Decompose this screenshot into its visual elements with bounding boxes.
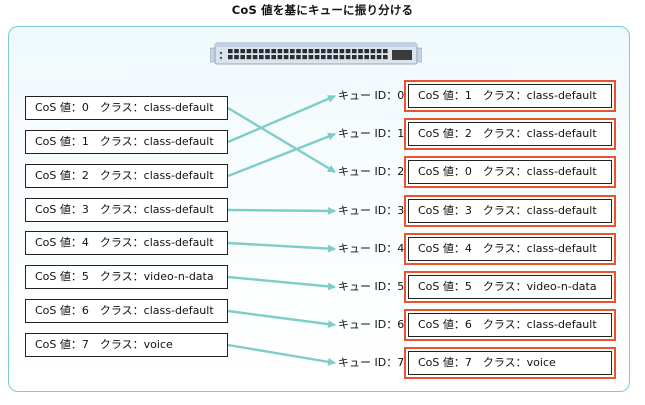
queue-id-label-3: キュー ID：3 (338, 204, 405, 217)
mapping-arrow-4 (227, 241, 336, 253)
cos-input-2: CoS 値：2 クラス：class-default (25, 164, 228, 188)
mapping-arrow-6 (227, 309, 336, 329)
queue-id-label-1: キュー ID：1 (338, 127, 405, 140)
mapping-arrow-5 (227, 275, 336, 291)
cos-input-5: CoS 値：5 クラス：video-n-data (25, 265, 228, 289)
queue-box-3: CoS 値：3 クラス：class-default (408, 199, 612, 223)
cos-input-1: CoS 値：1 クラス：class-default (25, 130, 228, 154)
queue-box-2: CoS 値：0 クラス：class-default (408, 160, 612, 184)
queue-box-5: CoS 値：5 クラス：video-n-data (408, 275, 612, 299)
network-switch-icon (210, 42, 422, 65)
mapping-arrow-0 (227, 106, 336, 174)
queue-id-label-5: キュー ID：5 (338, 280, 405, 293)
cos-input-6: CoS 値：6 クラス：class-default (25, 299, 228, 323)
mapping-arrow-3 (227, 206, 336, 215)
queue-box-0: CoS 値：1 クラス：class-default (408, 84, 612, 108)
queue-id-label-6: キュー ID：6 (338, 318, 405, 331)
queue-box-6: CoS 値：6 クラス：class-default (408, 313, 612, 337)
queue-id-label-0: キュー ID：0 (338, 89, 405, 102)
mapping-arrow-1 (227, 94, 336, 144)
mapping-arrow-2 (227, 132, 336, 178)
cos-input-0: CoS 値：0 クラス：class-default (25, 96, 228, 120)
cos-input-3: CoS 値：3 クラス：class-default (25, 198, 228, 222)
mapping-arrow-7 (227, 343, 336, 366)
cos-input-4: CoS 値：4 クラス：class-default (25, 231, 228, 255)
queue-id-label-4: キュー ID：4 (338, 242, 405, 255)
queue-box-7: CoS 値：7 クラス：voice (408, 351, 612, 375)
queue-id-label-7: キュー ID：7 (338, 356, 405, 369)
queue-box-4: CoS 値：4 クラス：class-default (408, 237, 612, 261)
queue-id-label-2: キュー ID：2 (338, 165, 405, 178)
diagram-title: CoS 値を基にキューに振り分ける (231, 3, 414, 17)
queue-box-1: CoS 値：2 クラス：class-default (408, 122, 612, 146)
cos-input-7: CoS 値：7 クラス：voice (25, 333, 228, 357)
